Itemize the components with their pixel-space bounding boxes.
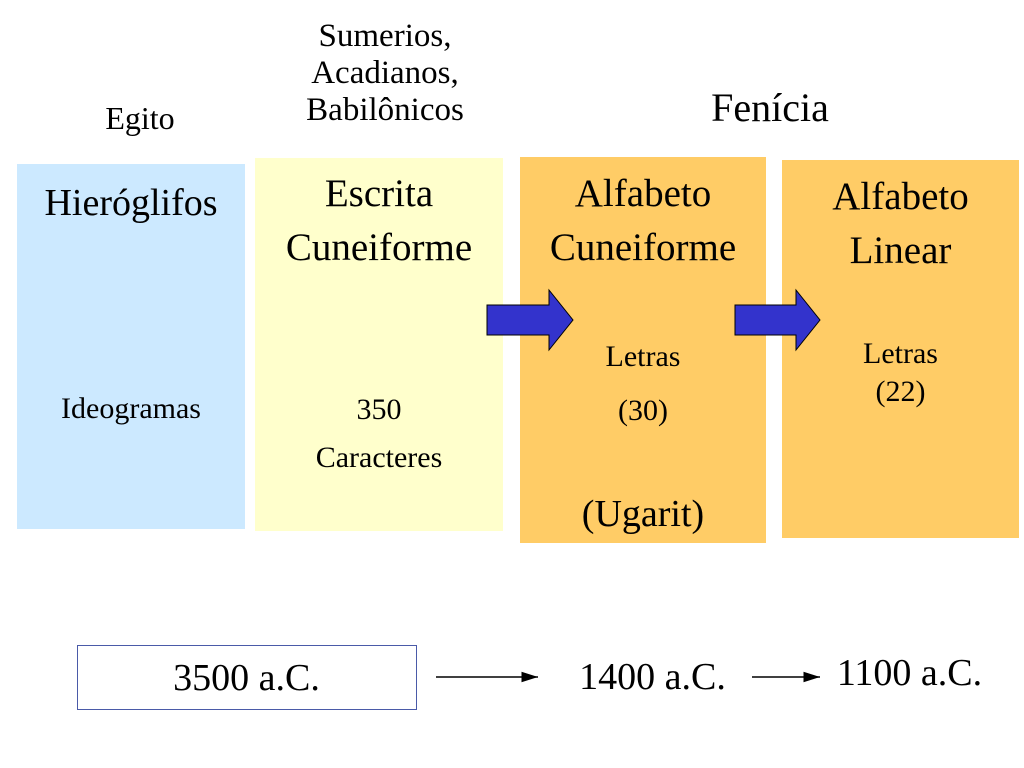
box-body-line: 350 <box>356 393 402 426</box>
date-label: 1400 a.C. <box>579 656 726 698</box>
box-body: Letras (22) <box>782 335 1019 411</box>
box-title-line: Alfabeto <box>574 172 712 215</box>
writing-box-cuneiform: Escrita Cuneiforme 350 Caracteres <box>255 158 503 531</box>
box-body-line: (22) <box>875 375 926 408</box>
region-label-line: Acadianos, <box>311 55 459 91</box>
region-label-line: Sumerios, <box>318 18 452 54</box>
region-label-mesopotamia: Sumerios, Acadianos, Babilônicos <box>260 18 510 129</box>
region-label-line: Babilônicos <box>306 92 464 128</box>
box-title: Alfabeto Cuneiforme <box>520 167 766 275</box>
date-box-3500: 3500 a.C. <box>77 645 417 710</box>
box-title-line: Cuneiforme <box>549 226 737 269</box>
writing-box-linear-alphabet: Alfabeto Linear Letras (22) <box>782 160 1019 538</box>
writing-box-hieroglyphs: Hieróglifos Ideogramas <box>17 164 245 529</box>
box-title-line: Linear <box>849 229 952 272</box>
block-arrow-icon <box>734 288 821 352</box>
box-body: 350 Caracteres <box>255 386 503 482</box>
box-body-line: Letras <box>605 340 681 373</box>
box-title-line: Escrita <box>324 172 434 215</box>
region-label-egypt: Egito <box>105 100 175 136</box>
date-label: 1100 a.C. <box>836 652 983 694</box>
date-label: 3500 a.C. <box>173 657 320 699</box>
box-body-line: Letras <box>863 337 938 370</box>
box-title: Alfabeto Linear <box>782 170 1019 278</box>
box-title: Escrita Cuneiforme <box>255 167 503 275</box>
box-body: Ideogramas <box>61 392 201 425</box>
box-body-line: Caracteres <box>315 441 443 474</box>
box-body-line: (30) <box>618 394 668 427</box>
box-title: Hieróglifos <box>44 182 218 224</box>
block-arrow-icon <box>486 288 574 352</box>
box-title-line: Alfabeto <box>832 175 969 218</box>
box-title-line: Cuneiforme <box>285 226 473 269</box>
writing-box-cuneiform-alphabet: Alfabeto Cuneiforme Letras (30) (Ugarit) <box>520 157 766 543</box>
region-label-phoenicia: Fenícia <box>711 85 829 130</box>
box-note-ugarit: (Ugarit) <box>581 493 705 535</box>
box-body: Letras (30) <box>520 330 766 438</box>
